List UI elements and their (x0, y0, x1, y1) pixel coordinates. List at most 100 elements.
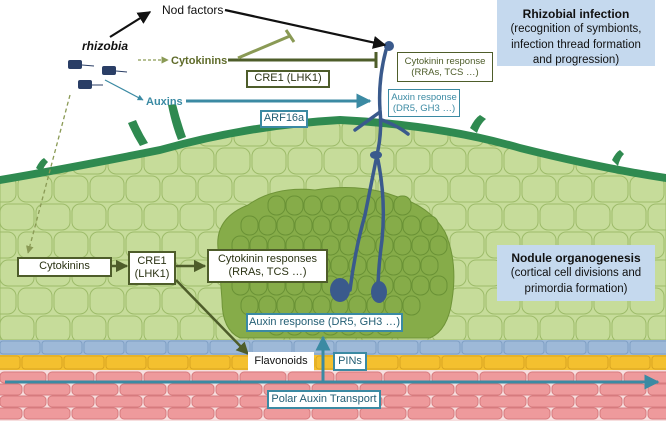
auxins-top-label: Auxins (146, 96, 183, 108)
tissue-cell (420, 215, 439, 236)
tissue-cell (330, 215, 349, 236)
tissue-cell (197, 175, 233, 203)
tissue-cell (71, 383, 119, 396)
cytokinin-feedback-inhibition (237, 34, 291, 60)
tissue-cell (285, 195, 304, 216)
tissue-cell (0, 203, 35, 231)
tissue-cell (303, 195, 322, 216)
auxin-response-top-line1: Auxin response (391, 91, 457, 103)
tissue-cell (179, 147, 215, 175)
epidermis (0, 116, 666, 184)
tissue-cell (467, 203, 503, 231)
rhizobial-line2: infection thread formation (511, 38, 641, 51)
tissue-cell (629, 120, 665, 147)
root-hairs (36, 104, 624, 172)
tissue-cell (143, 395, 191, 408)
tissue-cell (599, 407, 647, 420)
cytokinin-response-top-line2: (RRAs, TCS …) (411, 67, 479, 78)
tissue-cell (323, 147, 359, 175)
tissue-cell (53, 120, 89, 147)
tissue-cell (23, 383, 71, 396)
auxin-response-mid-box: Auxin response (DR5, GH3 …) (246, 313, 403, 332)
cre1-mid-box: CRE1 (LHK1) (128, 251, 176, 285)
tissue-cell (209, 340, 251, 355)
rhizobial-line3: and progression) (532, 54, 620, 67)
tissue-cell (191, 395, 239, 408)
tissue-cell (359, 407, 407, 420)
tissue-cell (503, 407, 551, 420)
tissue-cell (119, 407, 167, 420)
cytokinin-response-top-box: Cytokinin response (RRAs, TCS …) (397, 52, 493, 82)
tissue-cell (521, 120, 557, 147)
tissue-cell (179, 315, 215, 340)
tissue-cell (125, 287, 161, 315)
tissue-cell (449, 175, 485, 203)
tissue-cell (587, 340, 629, 355)
tissue-cell (503, 383, 551, 396)
auxin-response-top-box: Auxin response (DR5, GH3 …) (388, 89, 460, 117)
tissue-cell (521, 175, 557, 203)
tissue-cell (233, 175, 269, 203)
tissue-cell (384, 255, 403, 276)
tissue-cell (429, 275, 448, 296)
tissue-cell (539, 203, 575, 231)
tissue-cell (377, 340, 419, 355)
tissue-cell (167, 340, 209, 355)
tissue-cell (647, 147, 666, 175)
tissue-cell (393, 275, 412, 296)
tissue-cell (623, 395, 666, 408)
cytokinin-responses-box: Cytokinin responses (RRAs, TCS …) (207, 249, 328, 283)
tissue-cell (161, 175, 197, 203)
cre1-top-box: CRE1 (LHK1) (246, 70, 330, 88)
tissue-cell (321, 195, 340, 216)
cytokinins-top-label: Cytokinins (171, 55, 227, 67)
tissue-cell (53, 287, 89, 315)
tissue-cell (0, 355, 21, 370)
tissue-cell (527, 395, 575, 408)
tissue-cell (384, 215, 403, 236)
rhizobia-bacteria (68, 60, 128, 89)
tissue-cell (0, 287, 17, 315)
tissue-cell (311, 407, 359, 420)
tissue-cell (107, 203, 143, 231)
tissue-cell (0, 395, 47, 408)
nod-factors-label: Nod factors (162, 3, 223, 17)
nod-factors-arrow (224, 8, 387, 49)
tissue-cell (377, 120, 413, 147)
tissue-cell (567, 355, 609, 370)
tissue-cell (525, 355, 567, 370)
tissue-cell (263, 407, 311, 420)
tissue-cell (483, 355, 525, 370)
tissue-cell (429, 235, 448, 256)
tissue-cell (431, 395, 479, 408)
tissue-cell (63, 355, 105, 370)
tissue-cell (611, 203, 647, 231)
arf16a-box: ARF16a (260, 110, 308, 128)
tissue-cell (479, 395, 527, 408)
tissue-cell (0, 147, 35, 175)
tissue-cell (402, 295, 421, 316)
tissue-cell (294, 215, 313, 236)
thread-node (370, 151, 382, 159)
tissue-cell (143, 203, 179, 231)
tissue-cell (647, 315, 666, 340)
nodule-line2: primordia formation) (524, 282, 628, 295)
tissue-cell (330, 255, 349, 276)
tissue-cell (341, 120, 377, 147)
tissue-cell (411, 275, 430, 296)
tissue-cell (251, 147, 287, 175)
tissue-cell (647, 203, 666, 231)
tissue-cell (0, 231, 17, 259)
pins-box: PINs (333, 352, 367, 371)
cre1-mid-line2: (LHK1) (134, 268, 170, 280)
tissue-cell (467, 147, 503, 175)
polar-auxin-transport-box: Polar Auxin Transport (267, 390, 381, 409)
tissue-cell (41, 340, 83, 355)
tissue-cell (35, 315, 71, 340)
tissue-cell (593, 120, 629, 147)
tissue-cell (258, 215, 277, 236)
tissue-cell (161, 231, 197, 259)
flavonoids-box: Flavonoids (248, 352, 314, 371)
rhizobia-dashed-arrow (26, 94, 71, 254)
tissue-cell (431, 147, 467, 175)
